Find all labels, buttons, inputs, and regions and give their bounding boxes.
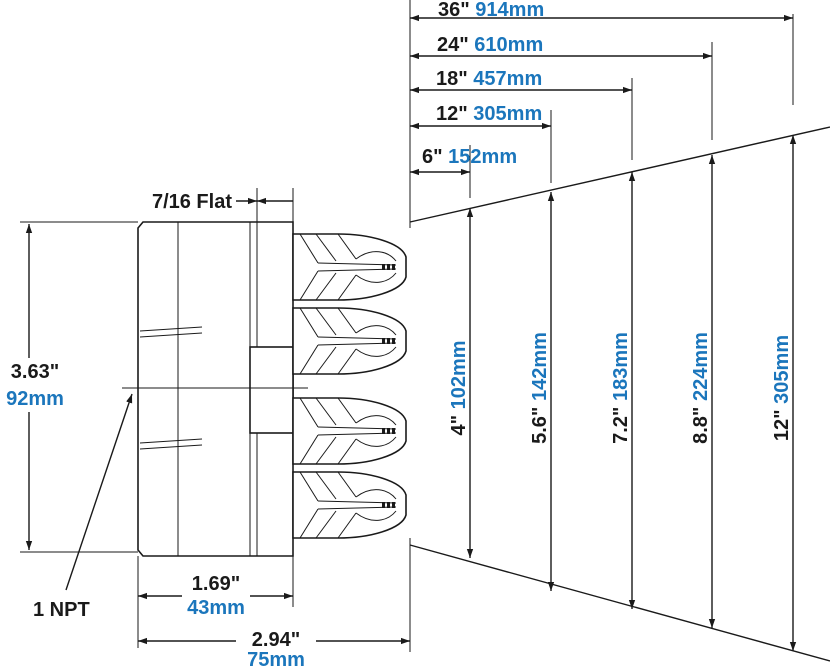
- dim-6in-label: 6" 152mm: [422, 146, 517, 168]
- width-5-6in-label: 5.6" 142mm: [529, 332, 551, 444]
- npt-leader: [65, 393, 133, 591]
- distance-dimensions: [410, 14, 794, 198]
- body-length-dimension: [137, 556, 294, 648]
- dim-12in-label: 12" 305mm: [436, 103, 542, 125]
- overall-length-imperial-label: 2.94": [252, 629, 300, 651]
- width-7-2in-label: 7.2" 183mm: [610, 332, 632, 444]
- height-dimension: [20, 221, 138, 553]
- dim-36in-label: 36" 914mm: [438, 0, 544, 21]
- body-length-imperial-label: 1.69": [192, 573, 240, 595]
- spray-fan-outline: [409, 0, 830, 662]
- spray-width-dimensions: [466, 135, 797, 651]
- nozzle-body: [122, 221, 308, 557]
- width-8-8in-label: 8.8" 224mm: [690, 332, 712, 444]
- flat-label: 7/16 Flat: [152, 191, 232, 213]
- height-imperial-label: 3.63": [11, 361, 59, 383]
- width-4in-label: 4" 102mm: [448, 340, 470, 435]
- spray-tip: [292, 233, 407, 301]
- dim-24in-label: 24" 610mm: [437, 34, 543, 56]
- spray-tip: [292, 397, 407, 465]
- dim-18in-label: 18" 457mm: [436, 68, 542, 90]
- flat-dimension: [236, 188, 294, 222]
- npt-label: 1 NPT: [33, 599, 90, 621]
- body-length-metric-label: 43mm: [187, 597, 245, 619]
- width-12in-label: 12" 305mm: [771, 335, 793, 441]
- height-metric-label: 92mm: [6, 388, 64, 410]
- spray-tip: [292, 471, 407, 539]
- overall-length-metric-label: 75mm: [247, 649, 305, 671]
- spray-tip: [292, 307, 407, 375]
- spray-tips: [292, 233, 407, 539]
